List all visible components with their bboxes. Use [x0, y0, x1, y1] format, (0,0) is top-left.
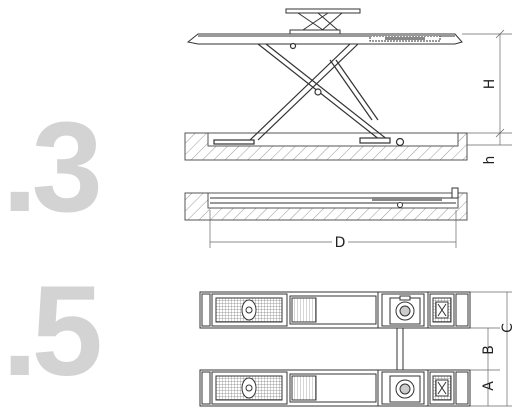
dimensions-ABC: [470, 291, 512, 407]
platform-top: [186, 33, 463, 45]
dimension-label-h: h: [482, 156, 498, 165]
scissor-arms: [213, 42, 405, 147]
dimension-label-B: B: [481, 345, 497, 355]
lowered-lift-side-view: [184, 187, 468, 221]
dimension-label-D: D: [335, 235, 346, 251]
auxiliary-jack: [285, 8, 361, 35]
section-number-5: .5: [2, 260, 103, 403]
dimension-D: [209, 210, 457, 248]
raised-lift-side-view: [184, 8, 468, 161]
dimension-label-A: A: [481, 381, 497, 391]
dimension-label-H: H: [482, 79, 498, 90]
dimension-h: [467, 133, 512, 146]
pit-raised: [184, 132, 468, 161]
cross-connector: [396, 328, 404, 370]
runway-upper: [199, 291, 471, 329]
runway-lower: [199, 369, 471, 407]
section-number-3: .3: [2, 96, 103, 239]
dimension-label-C: C: [500, 323, 512, 333]
lift-top-view: [199, 291, 471, 407]
